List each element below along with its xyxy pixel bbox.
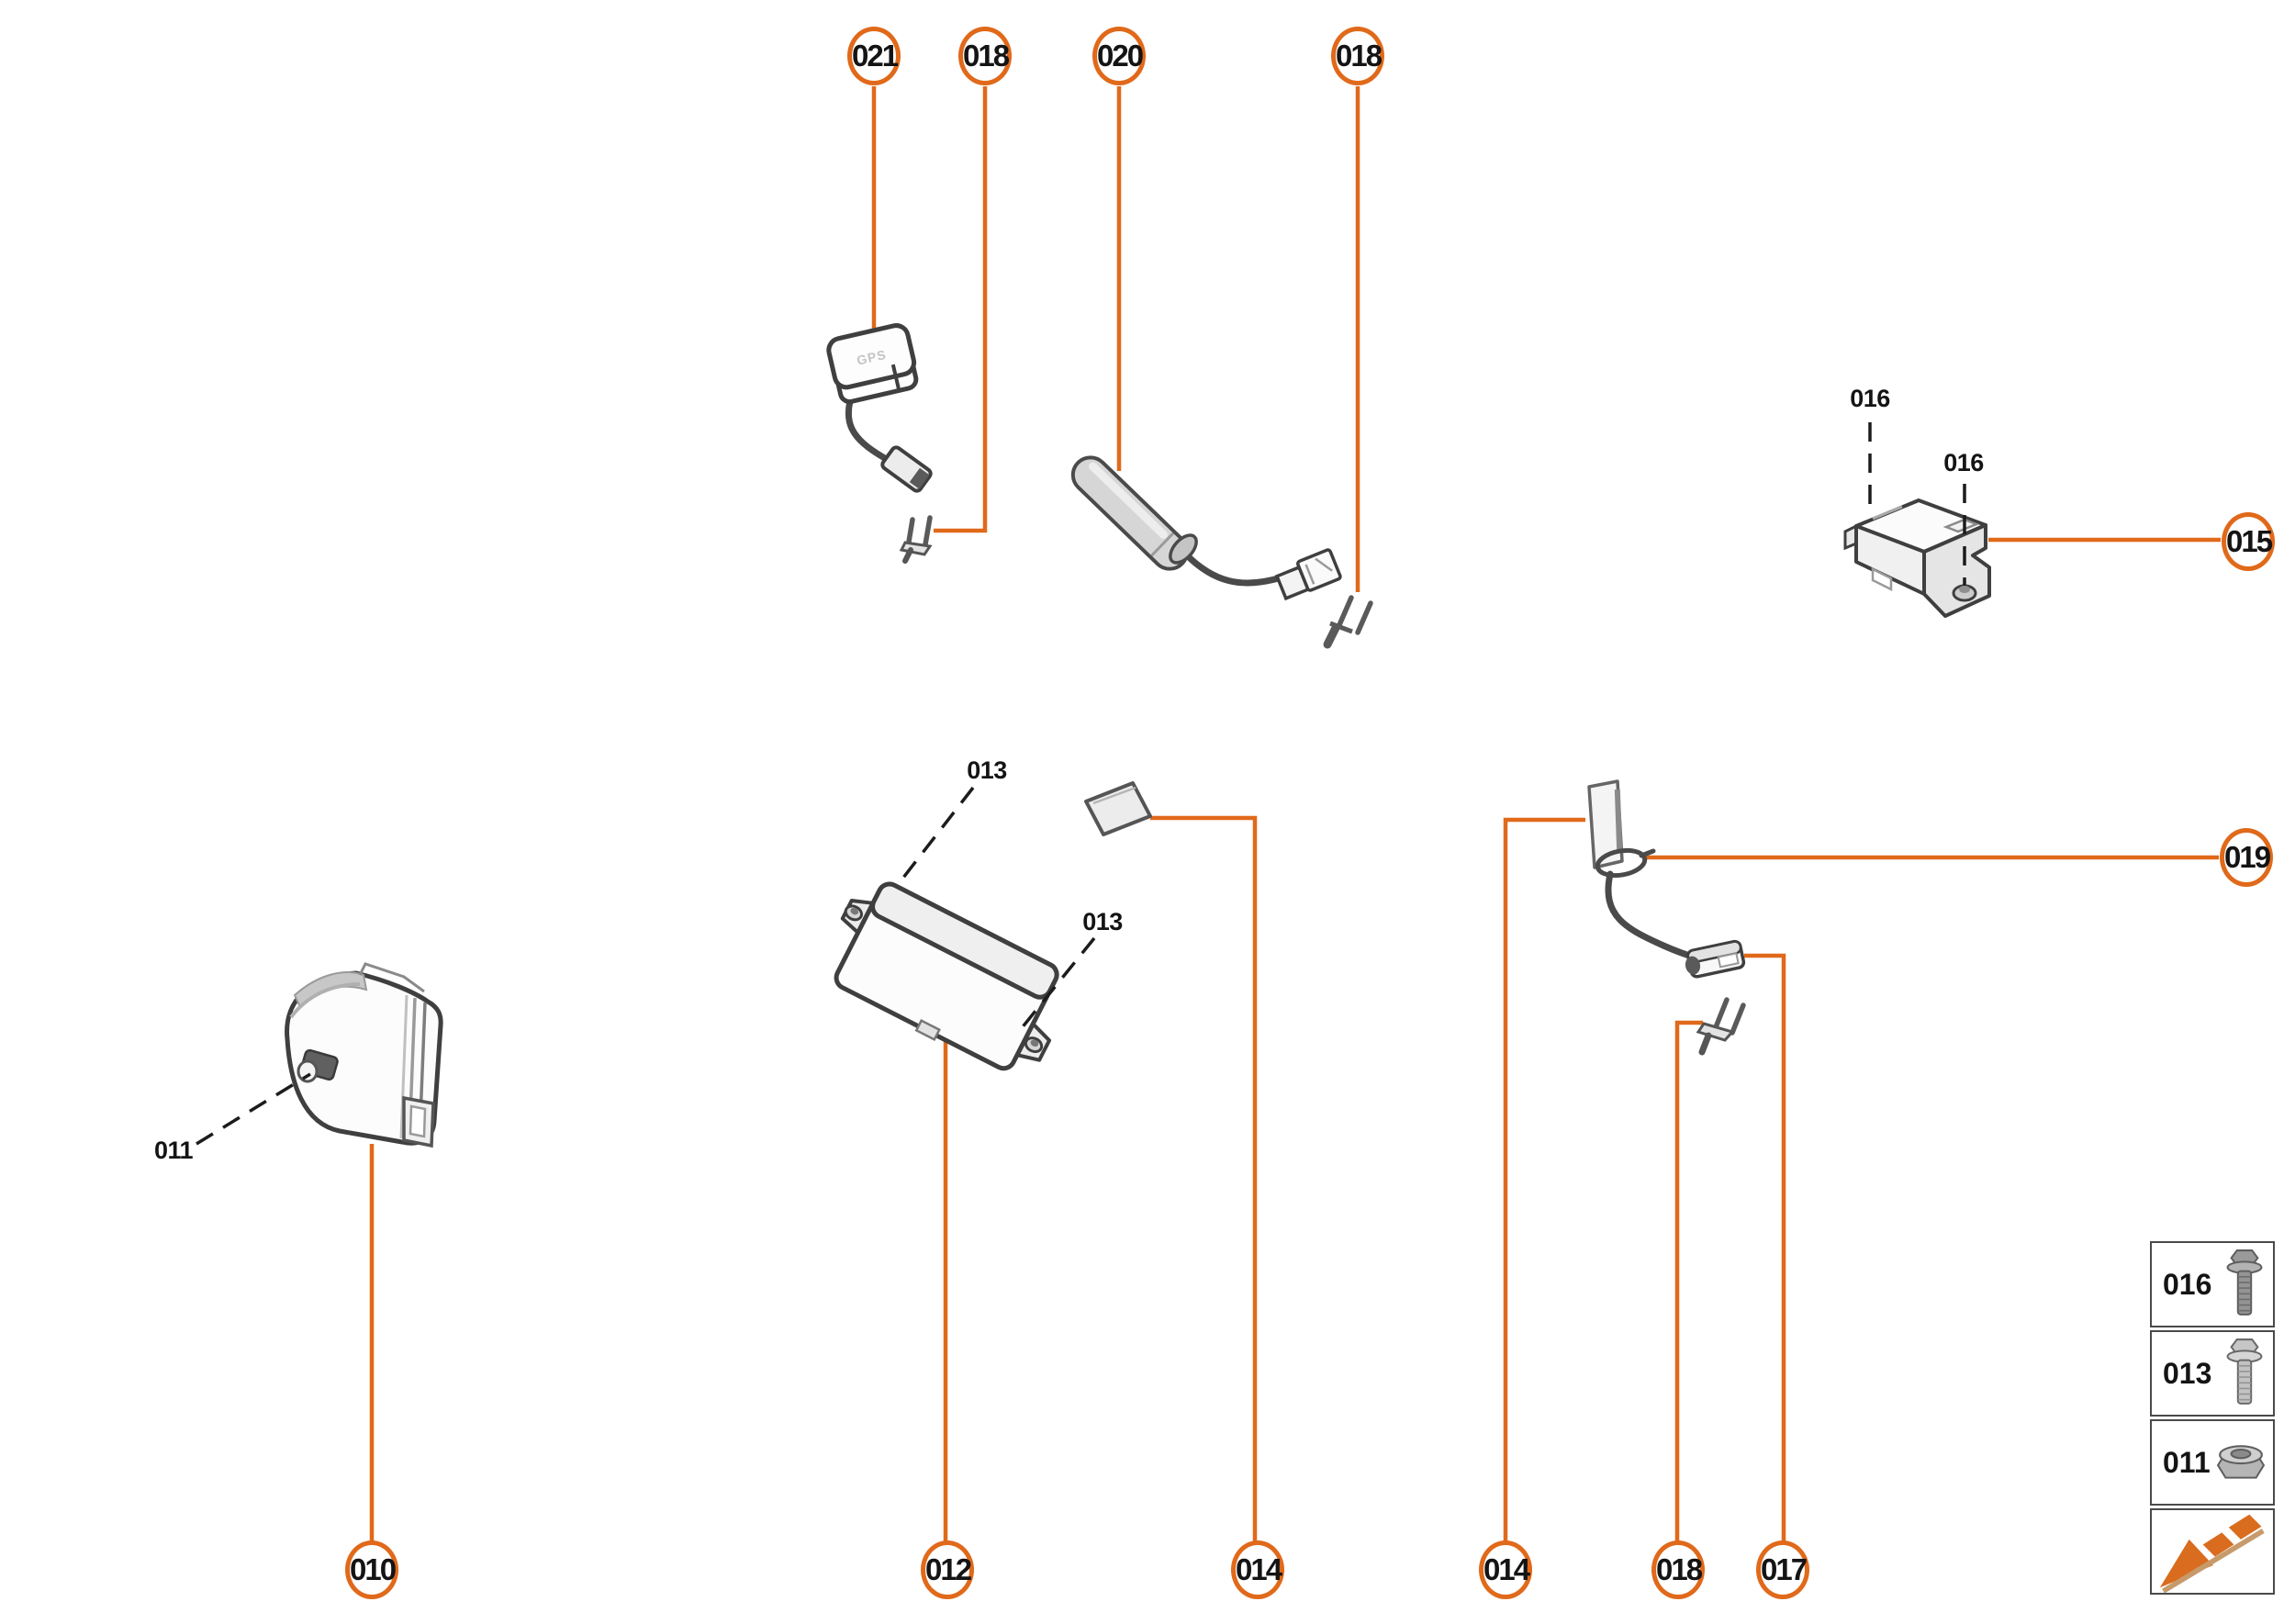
callout-020[interactable]: 020: [1092, 27, 1146, 85]
fasteners-legend: 016 013 011: [2150, 1241, 2275, 1595]
roof-antenna-connector: [1274, 548, 1342, 601]
part-label-011[interactable]: 011: [153, 1137, 194, 1164]
gps-antenna-connector: [880, 445, 933, 493]
leader-014-plate: [1150, 815, 1258, 1541]
antenna-mount-pin-part: [1323, 595, 1373, 649]
pointer-013-top: [901, 786, 975, 879]
leader-017: [1744, 953, 1786, 1541]
film-antenna-part: [1587, 779, 1699, 961]
control-module-012-part: [834, 881, 1059, 1071]
callout-018-mount-clip[interactable]: 018: [1651, 1540, 1705, 1599]
part-label-016-right[interactable]: 016: [1943, 449, 1984, 476]
leader-lines: [369, 86, 2221, 1541]
flange-nut-icon: [2216, 1445, 2266, 1479]
callout-015[interactable]: 015: [2222, 512, 2275, 571]
mount-clip-part-right: [1696, 997, 1746, 1056]
cable-clip-part-left: [899, 515, 933, 564]
legend-row-016: 016: [2150, 1241, 2275, 1327]
flange-bolt-light-icon: [2226, 1338, 2263, 1405]
callout-014-film[interactable]: 014: [1479, 1540, 1532, 1599]
legend-label-011: 011: [2163, 1445, 2211, 1479]
part-label-013-top[interactable]: 013: [967, 756, 1007, 784]
callout-012[interactable]: 012: [921, 1540, 974, 1599]
antenna-amplifier-part: [285, 962, 443, 1148]
callout-021[interactable]: 021: [847, 27, 901, 85]
leader-018-gps-clip: [934, 86, 988, 533]
part-label-016-left[interactable]: 016: [1850, 385, 1890, 412]
gps-antenna-part: GPS: [826, 323, 933, 493]
callout-019[interactable]: 019: [2220, 828, 2273, 887]
pointer-013-bottom: [1019, 936, 1096, 1031]
callout-018-gps-clip[interactable]: 018: [958, 27, 1012, 85]
leader-018-mount-clip: [1674, 1020, 1703, 1541]
legend-row-direction: [2150, 1508, 2275, 1595]
legend-row-011: 011: [2150, 1419, 2275, 1506]
callout-017[interactable]: 017: [1756, 1540, 1809, 1599]
antenna-connector-017-part: [1685, 939, 1746, 979]
direction-of-travel-arrow-icon: [2159, 1514, 2265, 1593]
callout-018-roof-pin[interactable]: 018: [1331, 27, 1384, 85]
roof-antenna-part: [1070, 455, 1342, 601]
legend-label-016: 016: [2163, 1267, 2212, 1301]
callout-014-plate[interactable]: 014: [1231, 1540, 1284, 1599]
pointer-011: [196, 1072, 311, 1146]
pointer-lines: [196, 422, 1966, 1146]
flange-bolt-dark-icon: [2226, 1249, 2263, 1316]
leader-014-film: [1503, 817, 1585, 1541]
gps-antenna-marking: GPS: [856, 347, 888, 368]
callout-010[interactable]: 010: [345, 1540, 398, 1599]
mounting-plate-part: [1084, 781, 1152, 836]
control-module-015-part: [1843, 498, 1991, 618]
legend-row-013: 013: [2150, 1330, 2275, 1417]
legend-label-013: 013: [2163, 1356, 2212, 1390]
part-label-013-bottom[interactable]: 013: [1082, 908, 1123, 935]
